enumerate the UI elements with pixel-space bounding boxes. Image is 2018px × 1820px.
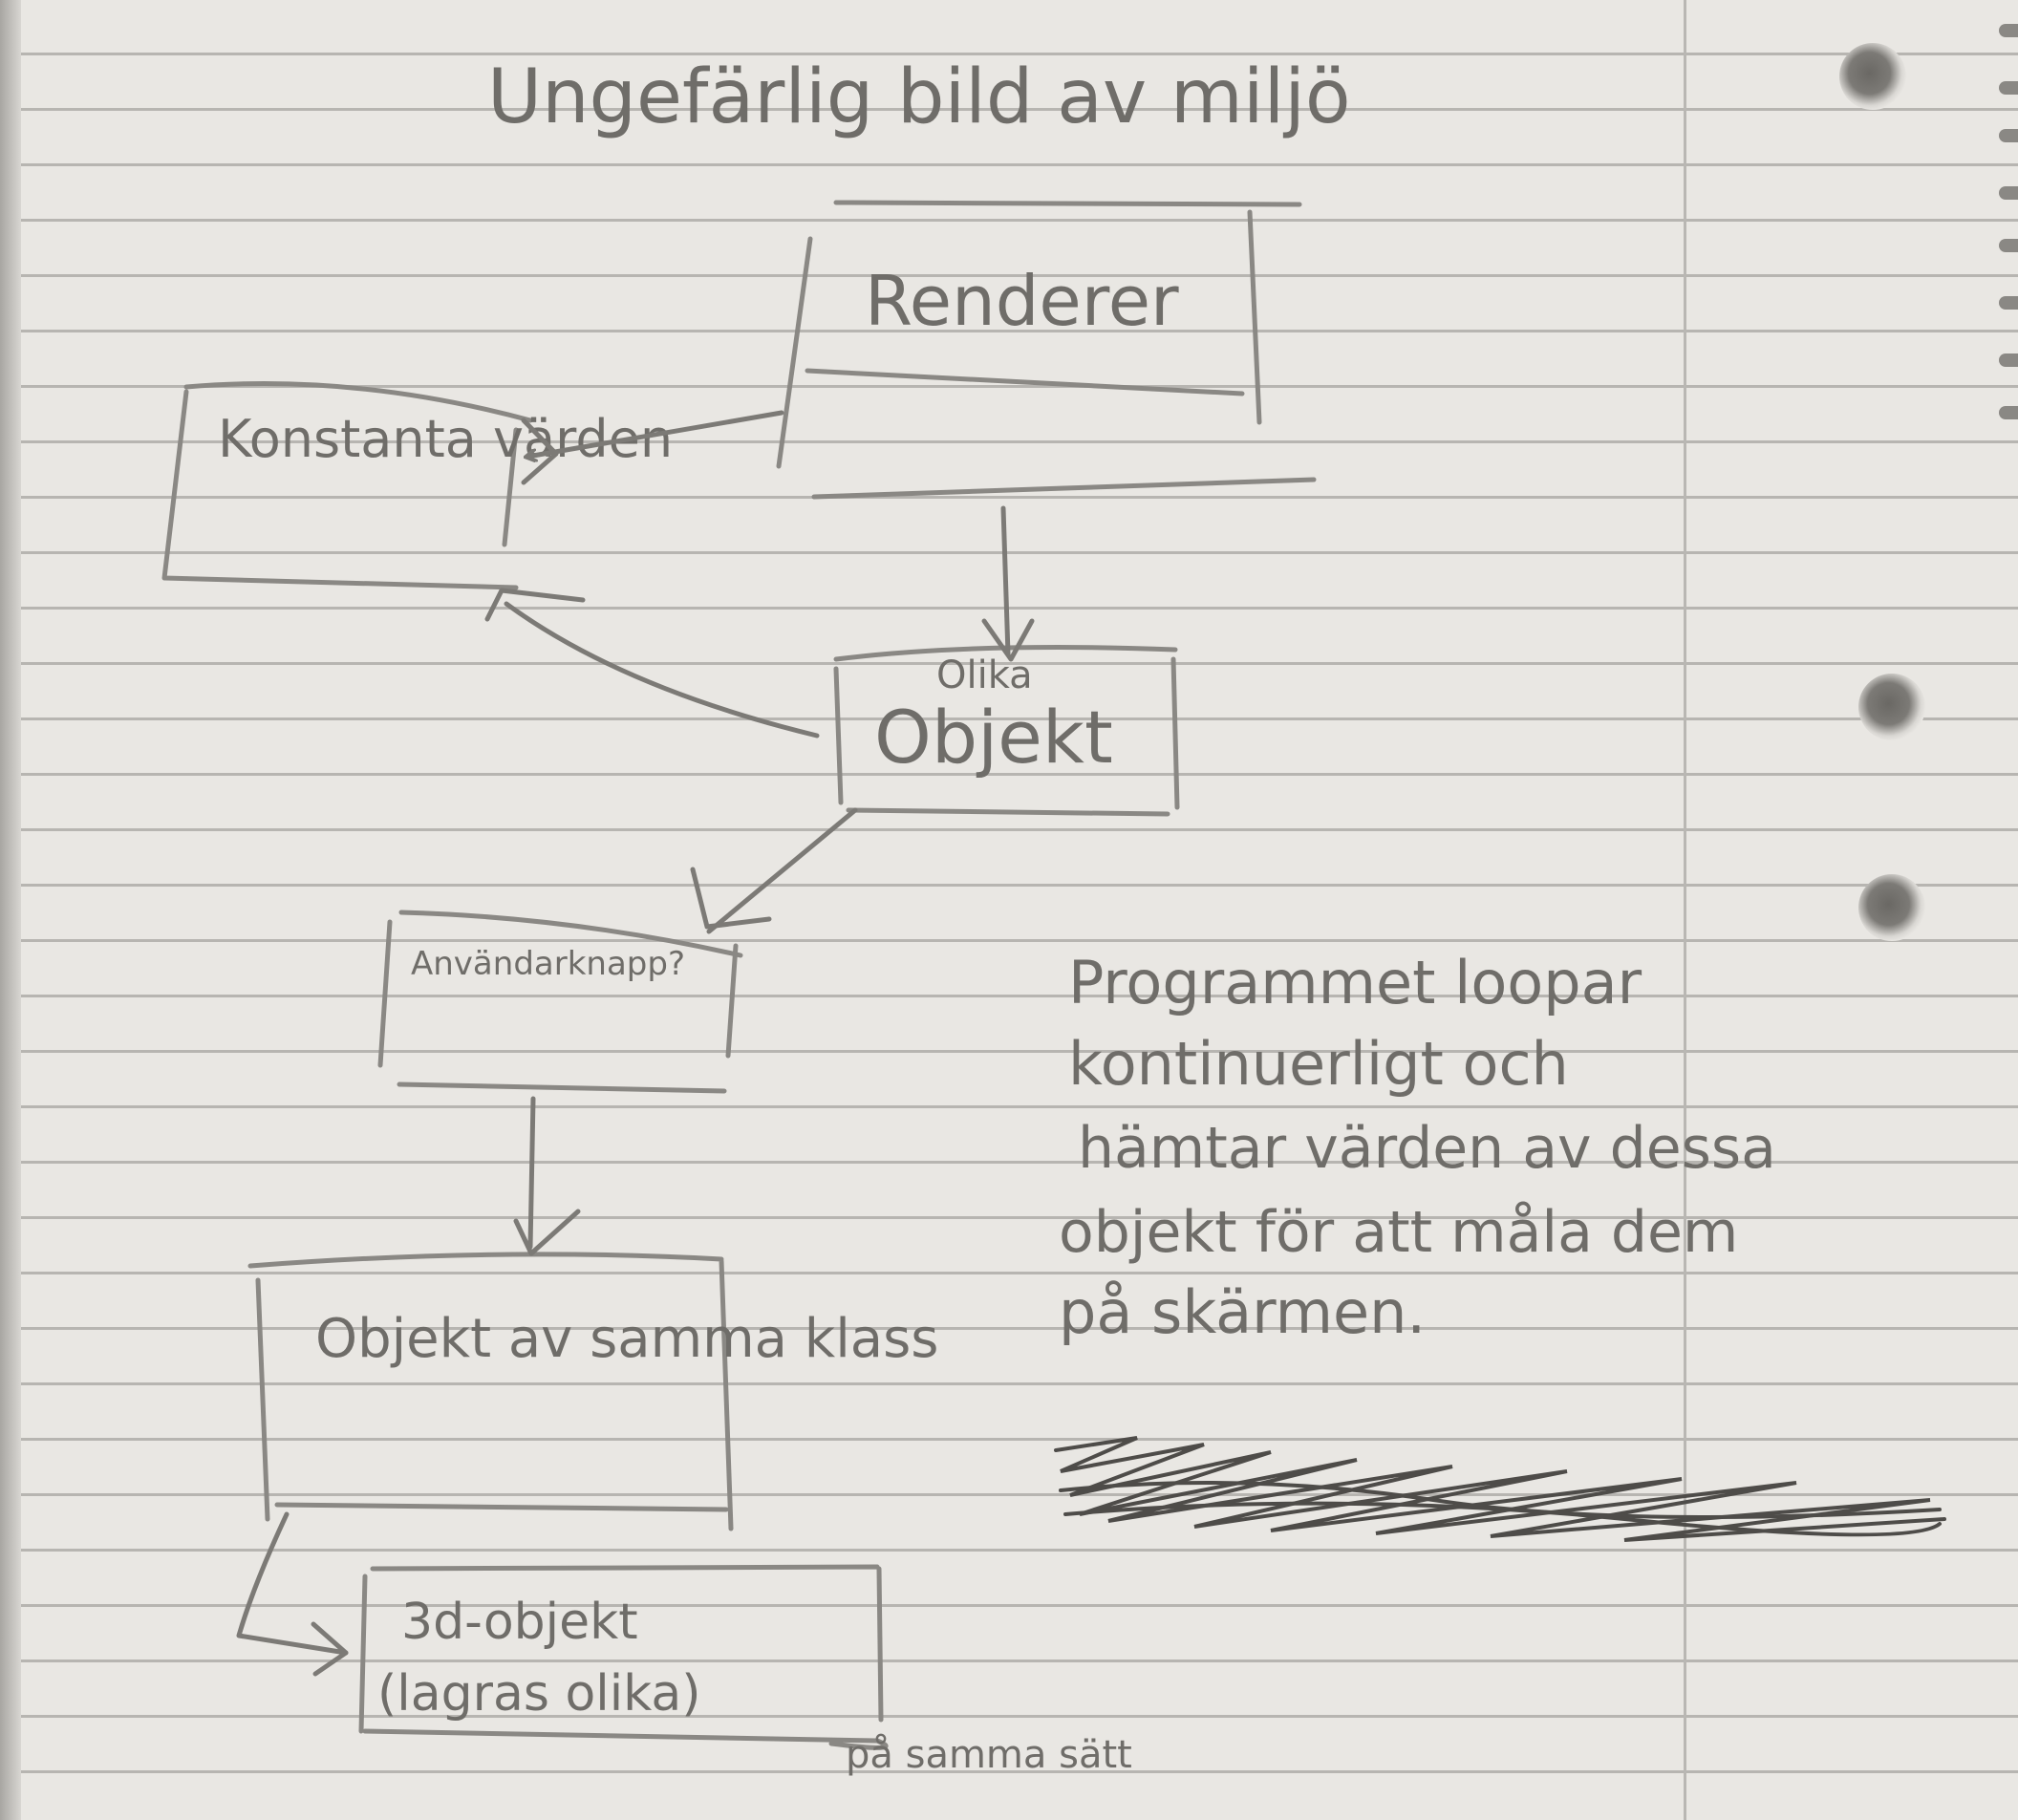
obj3d-node: 3d-objekt (lagras olika) på samma sätt (358, 1564, 1132, 1777)
binder-hole-middle (1858, 674, 1925, 740)
buttons-box (377, 910, 743, 1094)
explanation-note: Programmet loopar kontinuerligt och hämt… (1059, 948, 1776, 1347)
constants-node: Konstanta värden (161, 381, 673, 590)
note-line-4: objekt för att måla dem (1059, 1199, 1738, 1266)
arrow-objects-to-buttons-head (690, 867, 772, 930)
renderer-node: Renderer (776, 200, 1317, 500)
spiral-ring (1999, 186, 2018, 200)
binder-hole-lower (1858, 874, 1925, 941)
arrow-renderer-to-objects (1000, 505, 1011, 657)
same-class-box (247, 1252, 734, 1531)
obj3d-label-1: 3d-objekt (401, 1594, 638, 1651)
objects-box (833, 645, 1180, 817)
note-line-2: kontinuerligt och (1068, 1029, 1569, 1099)
arrow-renderer-to-constants (527, 410, 784, 457)
objects-label: Objekt (874, 695, 1113, 780)
constants-box (161, 381, 533, 590)
binder-hole-top (1839, 43, 1906, 110)
buttons-node: Användarknapp? (377, 910, 743, 1094)
buttons-label: Användarknapp? (411, 945, 685, 983)
note-line-1: Programmet loopar (1068, 948, 1642, 1017)
arrow-same-class-to-obj3d (236, 1511, 349, 1656)
crossed-out-text (1054, 1436, 1946, 1542)
spiral-ring (1999, 81, 2018, 95)
note-line-5: på skärmen. (1059, 1277, 1426, 1347)
same-class-label: Objekt av samma klass (315, 1308, 938, 1370)
arrow-objects-to-constants-head (484, 588, 586, 622)
spiral-ring (1999, 296, 2018, 310)
spiral-ring (1999, 24, 2018, 37)
arrow-buttons-to-same-class-head (513, 1209, 581, 1256)
note-line-3: hämtar värden av dessa (1078, 1115, 1776, 1182)
arrow-objects-to-buttons (706, 807, 858, 934)
spiral-ring (1999, 129, 2018, 142)
renderer-box (776, 200, 1317, 500)
same-class-node: Objekt av samma klass (247, 1252, 938, 1531)
arrow-renderer-to-objects-head (981, 618, 1035, 662)
renderer-label: Renderer (865, 261, 1179, 341)
spiral-ring (1999, 406, 2018, 419)
arrow-objects-to-constants (504, 601, 820, 739)
obj3d-box (358, 1564, 889, 1750)
arrow-same-class-to-obj3d-head (311, 1621, 349, 1677)
same-way-label: på samma sätt (846, 1733, 1132, 1777)
margin-line (1684, 0, 1686, 1820)
spiral-ring (1999, 353, 2018, 367)
diagram-title: Ungefärlig bild av miljö (487, 54, 1351, 140)
obj3d-label-2: (lagras olika) (377, 1665, 701, 1723)
spiral-ring (1999, 239, 2018, 252)
constants-label-1: Konstanta värden (218, 409, 673, 469)
arrow-renderer-to-constants-head (521, 418, 559, 485)
objects-node: Olika Objekt (833, 645, 1180, 817)
arrow-buttons-to-same-class (527, 1096, 536, 1250)
objects-note: Olika (936, 653, 1033, 697)
